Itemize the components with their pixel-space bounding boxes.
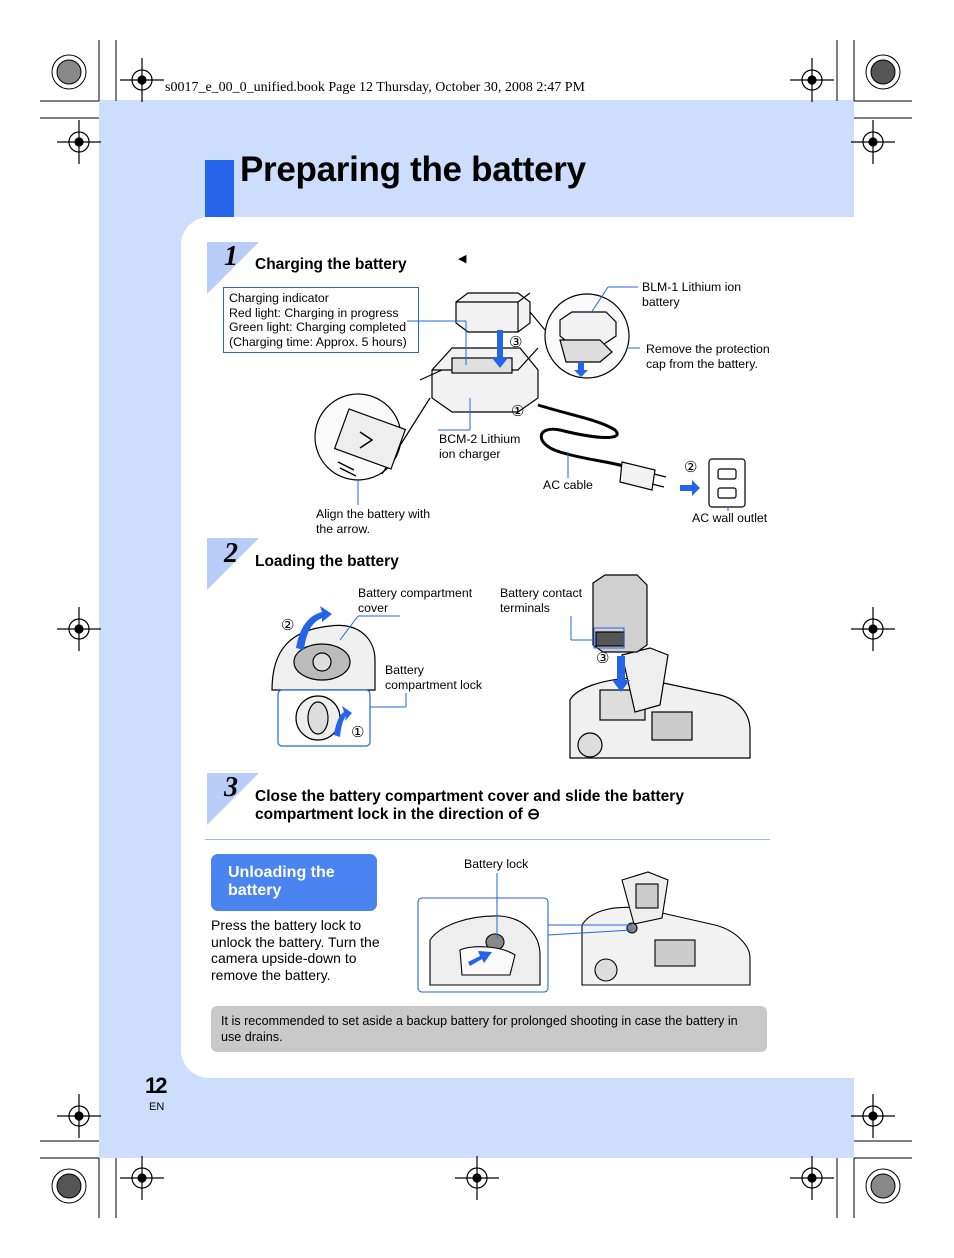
charging-indicator-line: Red light: Charging in progress	[229, 305, 399, 320]
step-marker-1: ①	[511, 403, 525, 420]
title-accent-bar	[205, 160, 234, 217]
language-code: EN	[149, 1101, 165, 1113]
step-marker-3: ③	[509, 334, 523, 351]
step-2-marker-2: ②	[281, 617, 295, 634]
compartment-cover-label: Battery compartment cover	[358, 586, 473, 615]
step-2-marker	[207, 538, 259, 590]
blm1-label: BLM-1 Lithium ion battery	[642, 280, 742, 309]
step-2-marker-1: ①	[351, 724, 365, 741]
step-1-title: Charging the battery	[255, 256, 407, 273]
pointer-arrow-icon: ◀	[458, 253, 467, 265]
page-number: 12	[145, 1073, 168, 1098]
battery-lock-label: Battery lock	[464, 857, 529, 871]
step-3-title: Close the battery compartment cover and …	[255, 788, 684, 823]
backup-battery-note: It is recommended to set aside a backup …	[211, 1006, 767, 1052]
step-2-number: 2	[224, 538, 238, 569]
print-header-meta: s0017_e_00_0_unified.book Page 12 Thursd…	[165, 80, 585, 95]
step-1-number: 1	[224, 241, 238, 272]
step-2-title: Loading the battery	[255, 553, 399, 570]
contact-terminals-label: Battery contact terminals	[500, 586, 583, 615]
charging-indicator-line: (Charging time: Approx. 5 hours)	[229, 334, 407, 349]
bcm2-label: BCM-2 Lithium ion charger	[439, 432, 521, 461]
unloading-heading: Unloading the battery	[211, 854, 377, 911]
charging-indicator-line: Green light: Charging completed	[229, 320, 407, 334]
charging-indicator-line: Charging indicator	[229, 291, 329, 305]
compartment-lock-label: Battery compartment lock	[385, 663, 483, 692]
section-divider	[205, 839, 770, 840]
step-3-number: 3	[224, 772, 238, 803]
charging-indicator-box: Charging indicator Red light: Charging i…	[223, 287, 419, 353]
remove-cap-label: Remove the protection cap from the batte…	[646, 342, 770, 371]
step-1-marker	[207, 242, 259, 294]
unloading-text: Press the battery lock to unlock the bat…	[211, 917, 380, 984]
step-marker-2: ②	[684, 459, 698, 476]
align-label: Align the battery with the arrow.	[316, 507, 431, 536]
ac-cable-label: AC cable	[543, 478, 593, 492]
step-3-marker	[207, 773, 259, 825]
step-2-marker-3: ③	[596, 650, 610, 667]
ac-outlet-label: AC wall outlet	[692, 511, 768, 525]
page-title: Preparing the battery	[240, 150, 586, 189]
